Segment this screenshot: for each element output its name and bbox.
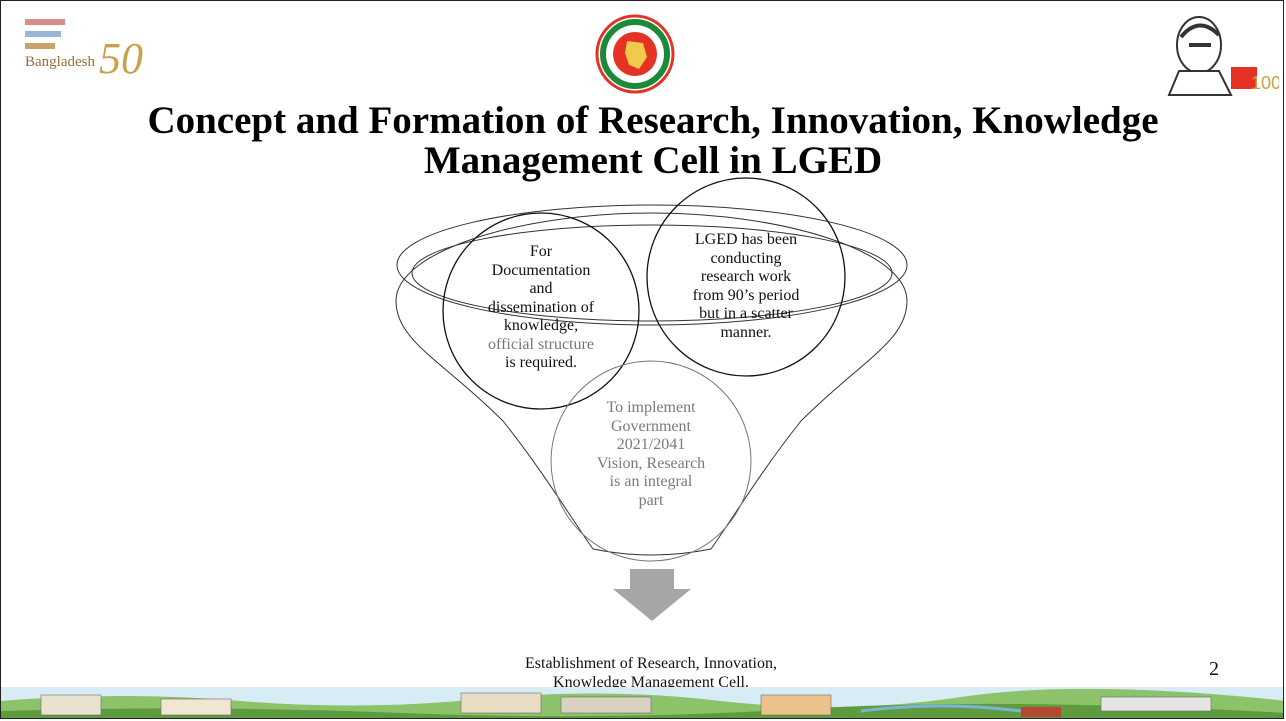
- down-arrow-icon: [613, 569, 691, 621]
- mujib-red-block: [1231, 67, 1257, 89]
- funnel-rim-outer: [396, 204, 908, 326]
- logo-script-line: [25, 31, 61, 37]
- footer-tractor-icon: [1021, 707, 1061, 717]
- right-circle-line: from 90’s period: [692, 286, 800, 304]
- right-circle-line: research work: [700, 268, 792, 285]
- result-line1: Establishment of Research, Innovation,: [525, 655, 777, 672]
- bottom-circle-line: part: [638, 491, 664, 509]
- bottom-circle-line: Government: [611, 417, 691, 435]
- slide-title-line2: Management Cell in LGED: [423, 139, 883, 182]
- funnel-rim-inner: [411, 224, 893, 322]
- logo-bangladesh-text: Bangladesh: [25, 54, 95, 70]
- footer-building-icon: [760, 694, 832, 716]
- bottom-circle-line: To implement: [606, 399, 696, 416]
- slide-title-line1: Concept and Formation of Research, Innov…: [147, 99, 1159, 142]
- mujib-hundred-text: 100: [1251, 73, 1279, 93]
- footer-river: [860, 704, 1022, 713]
- right-circle-line: LGED has been: [694, 231, 798, 248]
- result-text: Establishment of Research, Innovation, K…: [441, 654, 861, 692]
- footer-building-icon: [1100, 696, 1212, 712]
- left-circle-line: Documentation: [491, 261, 591, 279]
- portrait-hair: [1179, 23, 1221, 39]
- footer-building-icon: [560, 696, 652, 714]
- right-circle-line: conducting: [710, 249, 782, 267]
- right-circle-line: but in a scatter: [699, 305, 793, 322]
- slide-title: Concept and Formation of Research, Innov…: [101, 101, 1205, 181]
- seal-map-icon: [625, 41, 647, 69]
- government-seal-logo: [595, 14, 675, 94]
- footer-building-icon: [160, 698, 232, 716]
- logo-script-line: [25, 43, 55, 49]
- bottom-circle-line: 2021/2041: [616, 436, 686, 453]
- left-circle: [442, 212, 640, 410]
- bottom-circle-line: Vision, Research: [596, 454, 706, 472]
- mujib-100-logo: 100: [1167, 16, 1279, 96]
- left-circle-line: and: [529, 280, 553, 297]
- bangladesh-50-logo: Bangladesh 50: [25, 19, 143, 83]
- right-circle-line: manner.: [720, 323, 772, 341]
- footer-illustration: [1, 687, 1283, 718]
- right-circle: [646, 177, 846, 377]
- portrait-body: [1167, 70, 1233, 96]
- bottom-circle-text: To implement Government 2021/2041 Vision…: [563, 399, 739, 510]
- page-number: 2: [1209, 658, 1219, 680]
- logo-fifty-text: 50: [99, 34, 143, 83]
- portrait-glasses: [1189, 43, 1211, 47]
- bottom-circle-line: is an integral: [609, 473, 693, 490]
- bottom-circle: [550, 360, 752, 562]
- left-circle-line: is required.: [505, 354, 577, 371]
- left-circle-line: dissemination of: [487, 298, 595, 316]
- right-circle-text: LGED has been conducting research work f…: [651, 231, 841, 342]
- funnel-outline: [395, 212, 908, 556]
- footer-building-icon: [460, 692, 542, 714]
- left-circle-line: knowledge,: [503, 317, 579, 334]
- left-circle-text: For Documentation and dissemination of k…: [448, 243, 634, 373]
- result-line2: Knowledge Management Cell.: [553, 674, 749, 691]
- footer-building-icon: [40, 694, 102, 716]
- left-circle-line: official structure: [488, 335, 594, 353]
- logo-script-line: [25, 19, 65, 25]
- left-circle-line: For: [529, 243, 553, 260]
